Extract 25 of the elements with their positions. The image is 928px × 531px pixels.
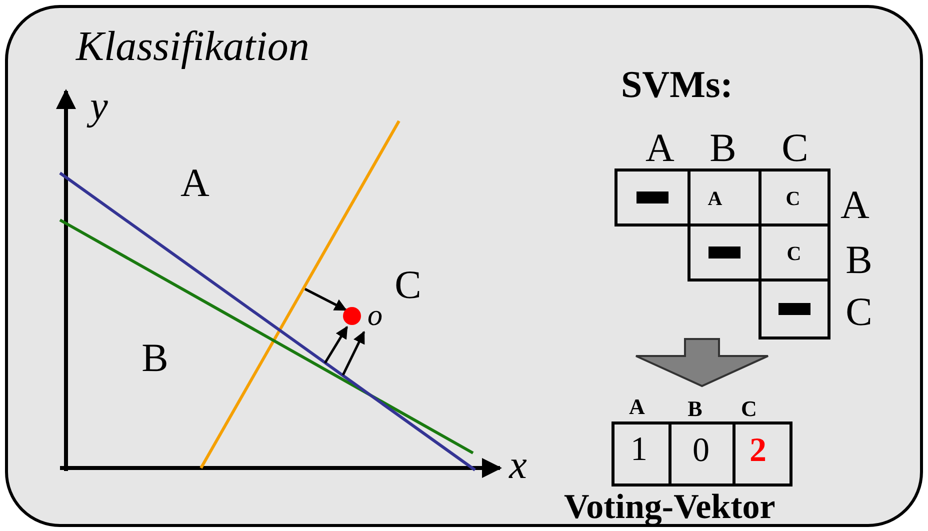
cell-label: C — [786, 189, 800, 209]
region-label: A — [180, 163, 210, 203]
block-arrow — [635, 338, 769, 388]
axis-label: x — [509, 445, 527, 485]
vote-count: 2 — [750, 434, 766, 468]
cell-label: A — [708, 189, 722, 209]
column-header: C — [782, 128, 808, 168]
column-header: A — [646, 128, 674, 168]
vote-count: 1 — [630, 433, 648, 467]
row-header: A — [840, 185, 870, 225]
region-label: C — [394, 265, 422, 305]
table-heading: SVMs: — [621, 66, 733, 104]
cell-label: C — [786, 244, 802, 264]
column-header: B — [688, 398, 702, 420]
column-header: A — [629, 396, 645, 418]
column-header: C — [741, 398, 757, 420]
vote-count: 0 — [692, 434, 710, 468]
region-label: B — [142, 338, 168, 378]
panel-title: Klassifikation — [76, 26, 310, 68]
point-label: o — [368, 301, 382, 331]
row-header: C — [846, 292, 872, 332]
column-header: B — [710, 128, 736, 168]
vector-caption: Voting-Vektor — [564, 489, 776, 524]
row-header: B — [846, 240, 872, 280]
rounded-panel — [5, 5, 923, 527]
